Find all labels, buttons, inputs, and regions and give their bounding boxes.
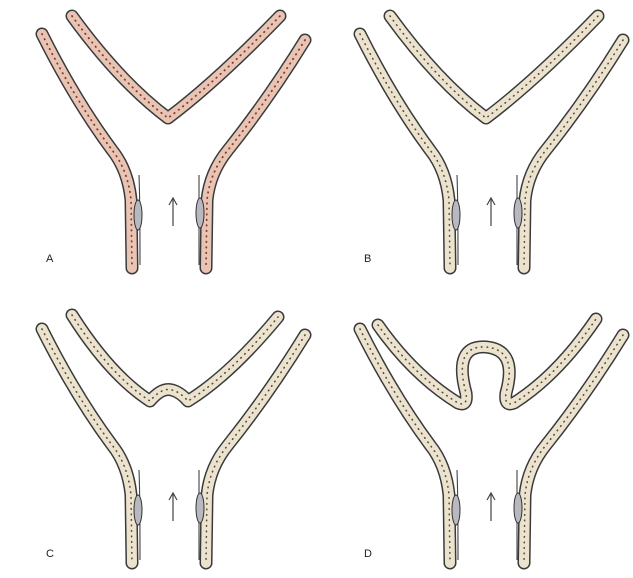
panel-d: D: [360, 319, 623, 563]
valve-icon: [134, 495, 142, 525]
valve-icon: [514, 493, 522, 523]
panel-label: C: [46, 548, 54, 560]
valve-icon: [134, 200, 142, 230]
flow-arrow-icon: [169, 493, 177, 521]
apex-wall: [72, 315, 278, 401]
flow-arrow-icon: [487, 493, 495, 521]
panel-c: C: [42, 315, 305, 563]
valve-icon: [196, 198, 204, 228]
flow-arrow-icon: [169, 198, 177, 226]
panel-label: A: [46, 253, 54, 265]
valve-icon: [452, 200, 460, 230]
panel-label: D: [364, 548, 372, 560]
valve-icon: [196, 493, 204, 523]
apex-wall: [378, 319, 596, 404]
panel-b: B: [360, 16, 623, 268]
panel-a: A: [42, 16, 305, 268]
apex-wall: [72, 16, 280, 118]
left-outer-wall: [42, 329, 132, 563]
flow-arrow-icon: [487, 198, 495, 226]
panel-label: B: [364, 253, 371, 265]
right-outer-wall: [524, 335, 623, 563]
apex-wall: [390, 16, 598, 118]
valve-icon: [452, 495, 460, 525]
valve-icon: [514, 198, 522, 228]
